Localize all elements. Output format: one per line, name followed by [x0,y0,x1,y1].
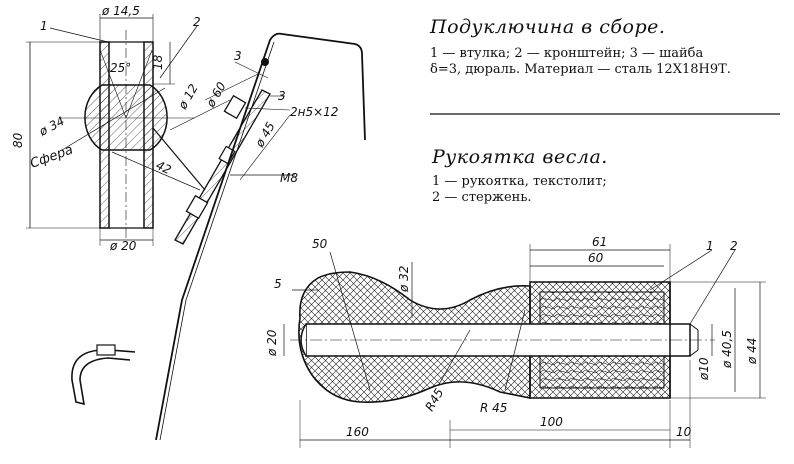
label-pin: 2н5×12 [290,105,338,119]
label-dia-14-5: ø 14,5 [101,4,140,18]
handle-legend-line2: 2 — стержень. [432,190,532,205]
label-handle-part-2: 2 [730,239,738,253]
label-dia-60: ø 60 [203,79,229,110]
label-dia-45: ø 45 [252,120,278,151]
label-dia-10: ø10 [697,357,711,381]
assembly-legend-line2: δ=3, дюраль. Материал — сталь 12Х18Н9Т. [430,62,731,77]
label-dim-5: 5 [274,277,282,291]
label-part-3a: 3 [234,49,242,63]
lower-hook [71,349,136,406]
label-dia-12: ø 12 [175,82,201,113]
label-dia-20-left: ø 20 [109,239,137,253]
label-dia-32: ø 32 [397,266,411,293]
label-sphere: Сфера [28,142,75,171]
label-dia-44: ø 44 [745,338,759,365]
label-dim-160: 160 [346,425,369,439]
label-dim-42: 42 [154,158,174,177]
label-dim-10: 10 [676,425,692,439]
label-dim-18: 18 [151,54,165,70]
label-part-1: 1 [40,19,48,33]
bushing-left-wall [99,41,110,229]
label-dia-34: ø 34 [36,114,67,139]
label-r45-b: R 45 [480,401,507,415]
oarlock-assembly [26,14,366,441]
assembly-legend-line1: 1 — втулка; 2 — кронштейн; 3 — шайба [430,46,704,61]
label-dim-60: 60 [588,251,604,265]
bushing-right-wall [143,41,154,229]
label-dim-50: 50 [312,237,328,251]
oarlock-rod [155,32,366,441]
label-part-3b: 3 [278,89,286,103]
right-labels: 1 2 61 60 50 ø 32 5 ø 20 ø10 ø 40,5 ø 44… [265,235,759,439]
bracket-plate [174,89,271,245]
label-dia-40-5: ø 40,5 [720,330,734,369]
label-dim-100: 100 [540,415,563,429]
label-thread-m8: М8 [280,171,298,185]
label-dia-20-right: ø 20 [265,329,279,357]
label-angle-25: 25° [110,61,131,75]
handle-title: Рукоятка весла. [432,146,608,168]
oar-handle [283,244,766,448]
label-part-2: 2 [193,15,201,29]
handle-legend-line1: 1 — рукоятка, текстолит; [432,174,607,189]
label-dim-61: 61 [592,235,607,249]
left-labels: 1 2 3 3 ø 14,5 25° 18 ø 12 ø 60 ø 45 2н5… [11,4,338,253]
label-handle-part-1: 1 [706,239,714,253]
label-dim-80: 80 [11,132,25,148]
assembly-title: Подуключина в сборе. [430,16,666,38]
